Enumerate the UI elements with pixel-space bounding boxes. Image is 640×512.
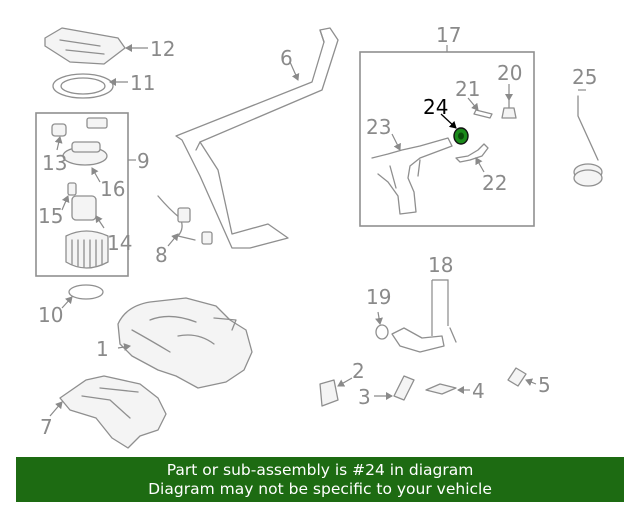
part-7-heat-shield <box>59 375 167 449</box>
box-9-fuel-pump-module <box>35 112 129 277</box>
callout-2: 2 <box>352 359 365 383</box>
part-13-pressure-regulator <box>51 123 67 137</box>
callout-8: 8 <box>155 243 168 267</box>
part-24-fuel-cap-seal <box>453 127 469 145</box>
callout-12: 12 <box>150 37 175 61</box>
callout-9: 9 <box>137 149 150 173</box>
callout-17: 17 <box>436 23 461 47</box>
part-3-pad <box>393 375 415 401</box>
callout-4: 4 <box>472 379 485 403</box>
callout-24: 24 <box>423 95 448 119</box>
part-25-fuel-filler-cap <box>573 95 603 187</box>
part-22-vent-hose <box>455 143 489 163</box>
part-23-filler-pipe <box>371 137 453 215</box>
part-11-lock-ring <box>52 73 114 99</box>
part-8-fuel-gauge-sender <box>157 195 213 245</box>
part-15-filter <box>67 182 77 196</box>
callout-20: 20 <box>497 61 522 85</box>
callout-13: 13 <box>42 151 67 175</box>
info-banner: Part or sub-assembly is #24 in diagram D… <box>16 457 624 502</box>
callout-18: 18 <box>428 253 453 277</box>
part-19-clamp <box>375 324 389 340</box>
callout-10: 10 <box>38 303 63 327</box>
callout-11: 11 <box>130 71 155 95</box>
part-18-hose-assembly <box>391 327 457 353</box>
parts-diagram: 12 11 9 13 16 15 14 10 8 <box>35 23 603 449</box>
part-20-valve <box>501 99 517 119</box>
part-2-bracket <box>319 379 339 407</box>
part-21-bracket <box>473 109 493 119</box>
pump-top-part <box>62 117 108 166</box>
callout-7: 7 <box>40 415 53 439</box>
callout-21: 21 <box>455 77 480 101</box>
part-1-fuel-tank <box>117 297 253 389</box>
banner-line-2: Diagram may not be specific to your vehi… <box>148 480 492 498</box>
callout-1: 1 <box>96 337 109 361</box>
callout-15: 15 <box>38 204 63 228</box>
callout-14: 14 <box>107 231 132 255</box>
part-5-pad <box>507 367 527 387</box>
part-10-o-ring <box>68 284 104 300</box>
callout-25: 25 <box>572 65 597 89</box>
callout-19: 19 <box>366 285 391 309</box>
callout-5: 5 <box>538 373 551 397</box>
part-4-pad <box>425 383 457 395</box>
callout-3: 3 <box>358 385 371 409</box>
callout-6: 6 <box>280 46 293 70</box>
callout-23: 23 <box>366 115 391 139</box>
part-14-fuel-pump <box>65 195 109 269</box>
banner-line-1: Part or sub-assembly is #24 in diagram <box>166 461 474 479</box>
part-6-tank-strap <box>175 27 339 249</box>
callout-16: 16 <box>100 177 125 201</box>
callout-22: 22 <box>482 171 507 195</box>
part-12-cover-plate <box>44 27 126 65</box>
